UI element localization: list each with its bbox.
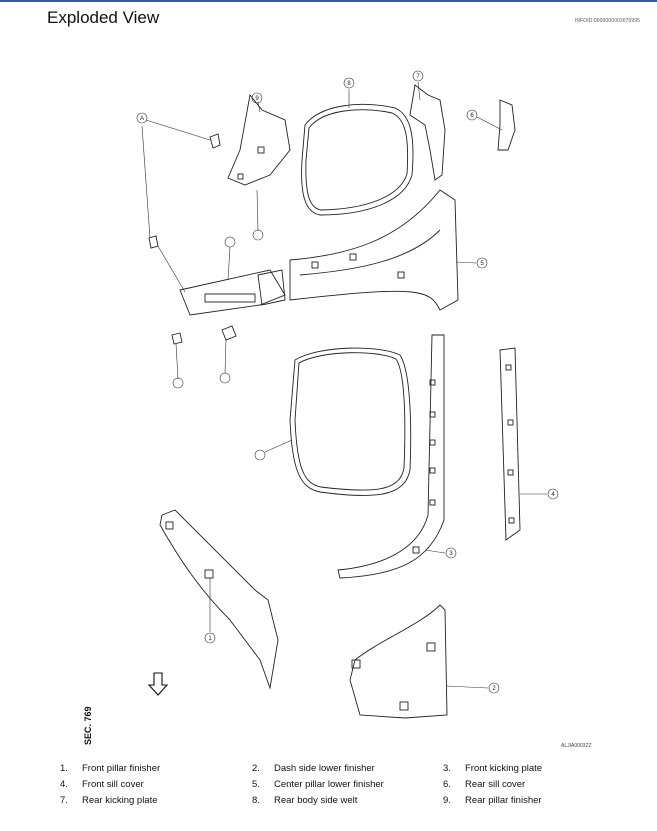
front-kicking-plate-part xyxy=(337,334,445,579)
leader-lines xyxy=(141,81,547,689)
front-pillar-finisher-part xyxy=(159,509,279,690)
callout-label-8: 8 xyxy=(347,81,351,87)
callout-circle-1 xyxy=(204,632,216,644)
callout-circle-4 xyxy=(547,488,559,500)
callout-label-2: 2 xyxy=(492,686,496,692)
front-arrow-icon xyxy=(147,672,169,696)
legend-item-6: 6.Rear sill cover xyxy=(443,779,526,790)
callout-circle-8 xyxy=(343,77,355,89)
callout-label-4: 4 xyxy=(551,492,555,498)
callout-label-6: 6 xyxy=(470,113,474,119)
callout-circle-11 xyxy=(224,236,236,248)
callout-circle-6 xyxy=(466,109,478,121)
front-sill-area-part xyxy=(179,269,286,316)
callout-circle-9 xyxy=(251,92,263,104)
callout-label-3: 3 xyxy=(449,551,453,557)
callout-circle-7 xyxy=(412,70,424,82)
front-body-side-welt-part xyxy=(289,347,412,496)
callout-label-5: 5 xyxy=(480,261,484,267)
callout-circle-12 xyxy=(219,372,231,384)
callout-circle-a xyxy=(136,112,148,124)
callout-labels: A 9 8 7 6 5 3 4 1 2 xyxy=(140,74,555,692)
rear-pillar-finisher-part xyxy=(227,93,291,186)
rear-body-side-welt-part xyxy=(301,103,414,216)
clip-a-parts xyxy=(148,133,221,249)
callout-label-7: 7 xyxy=(416,74,420,80)
legend-item-2: 2.Dash side lower finisher xyxy=(252,763,375,774)
clip-part-12 xyxy=(221,325,237,341)
callout-label-a: A xyxy=(140,116,144,122)
callout-circle-2 xyxy=(488,682,500,694)
center-pillar-lower-finisher-part xyxy=(289,189,459,311)
section-label: SEC. 769 xyxy=(83,706,93,745)
exploded-view-diagram: A 9 8 7 6 5 3 4 1 2 xyxy=(136,70,559,719)
page-title: Exploded View xyxy=(47,8,160,27)
front-sill-cover-part xyxy=(499,347,521,541)
figure-code: ALJIA0003ZZ xyxy=(561,743,592,749)
top-rule xyxy=(0,0,657,2)
legend-item-3: 3.Front kicking plate xyxy=(443,763,543,774)
callout-circles xyxy=(136,70,559,694)
legend-item-8: 8.Rear body side welt xyxy=(252,795,358,806)
callout-label-1: 1 xyxy=(208,636,212,642)
legend-item-5: 5.Center pillar lower finisher xyxy=(252,779,384,790)
callout-circle-14 xyxy=(254,449,266,461)
dash-side-lower-finisher-part xyxy=(349,604,448,719)
legend-item-9: 9.Rear pillar finisher xyxy=(443,795,542,806)
clip-part-13 xyxy=(171,332,183,345)
rear-sill-cover-part xyxy=(497,99,516,151)
legend-item-7: 7.Rear kicking plate xyxy=(60,795,158,806)
callout-circle-5 xyxy=(476,257,488,269)
callout-circle-3 xyxy=(445,547,457,559)
info-id: INFOID:0000000003070995 xyxy=(574,18,640,24)
legend-item-4: 4.Front sill cover xyxy=(60,779,144,790)
rear-kicking-plate-part xyxy=(409,84,446,181)
callout-circle-10 xyxy=(252,229,264,241)
callout-circle-13 xyxy=(172,377,184,389)
callout-label-9: 9 xyxy=(255,96,259,102)
legend-item-1: 1.Front pillar finisher xyxy=(60,763,161,774)
